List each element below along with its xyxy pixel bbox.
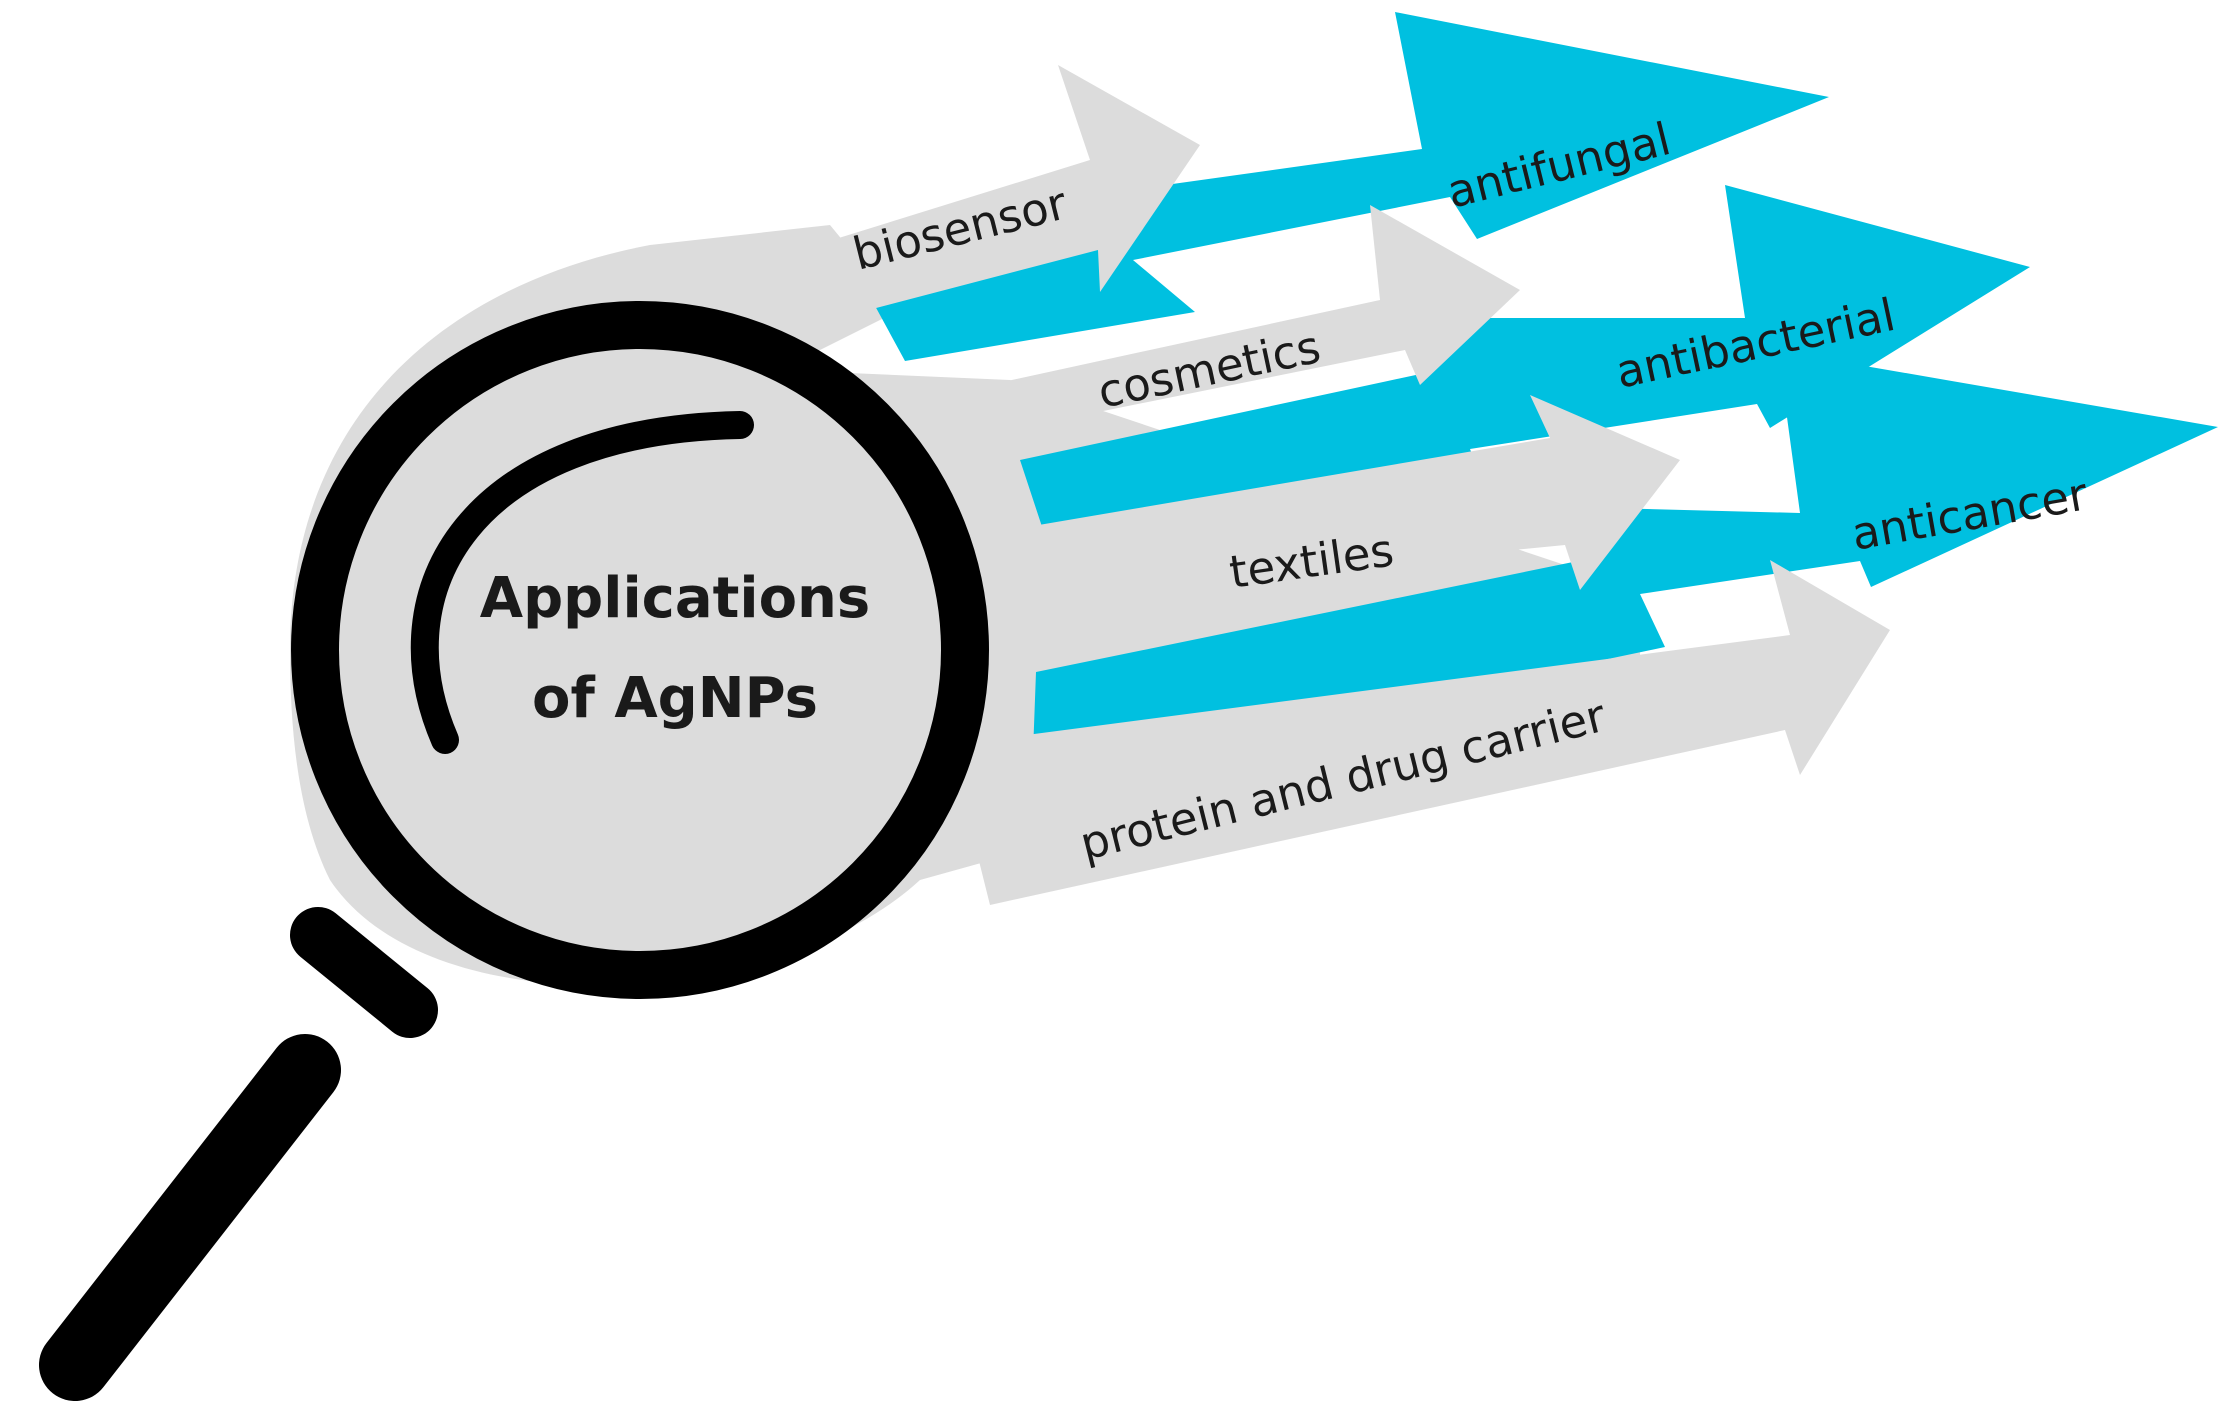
arrow-cosmetics — [920, 205, 1520, 440]
magnifying-glass-icon — [39, 301, 989, 1401]
handle — [39, 1034, 341, 1401]
arrow-antibacterial — [1020, 185, 2030, 557]
arrow-biosensor — [800, 65, 1200, 320]
arrow-protein-drug-carrier — [950, 560, 1890, 905]
lens-glare-arc — [410, 411, 754, 754]
arrow-anticancer — [1032, 351, 2218, 780]
arrow-textiles — [980, 395, 1680, 600]
center-title-line2: of AgNPs — [532, 666, 818, 731]
handle-collar — [290, 907, 438, 1038]
lens — [291, 301, 989, 999]
center-title-line1: Applications — [480, 566, 871, 631]
